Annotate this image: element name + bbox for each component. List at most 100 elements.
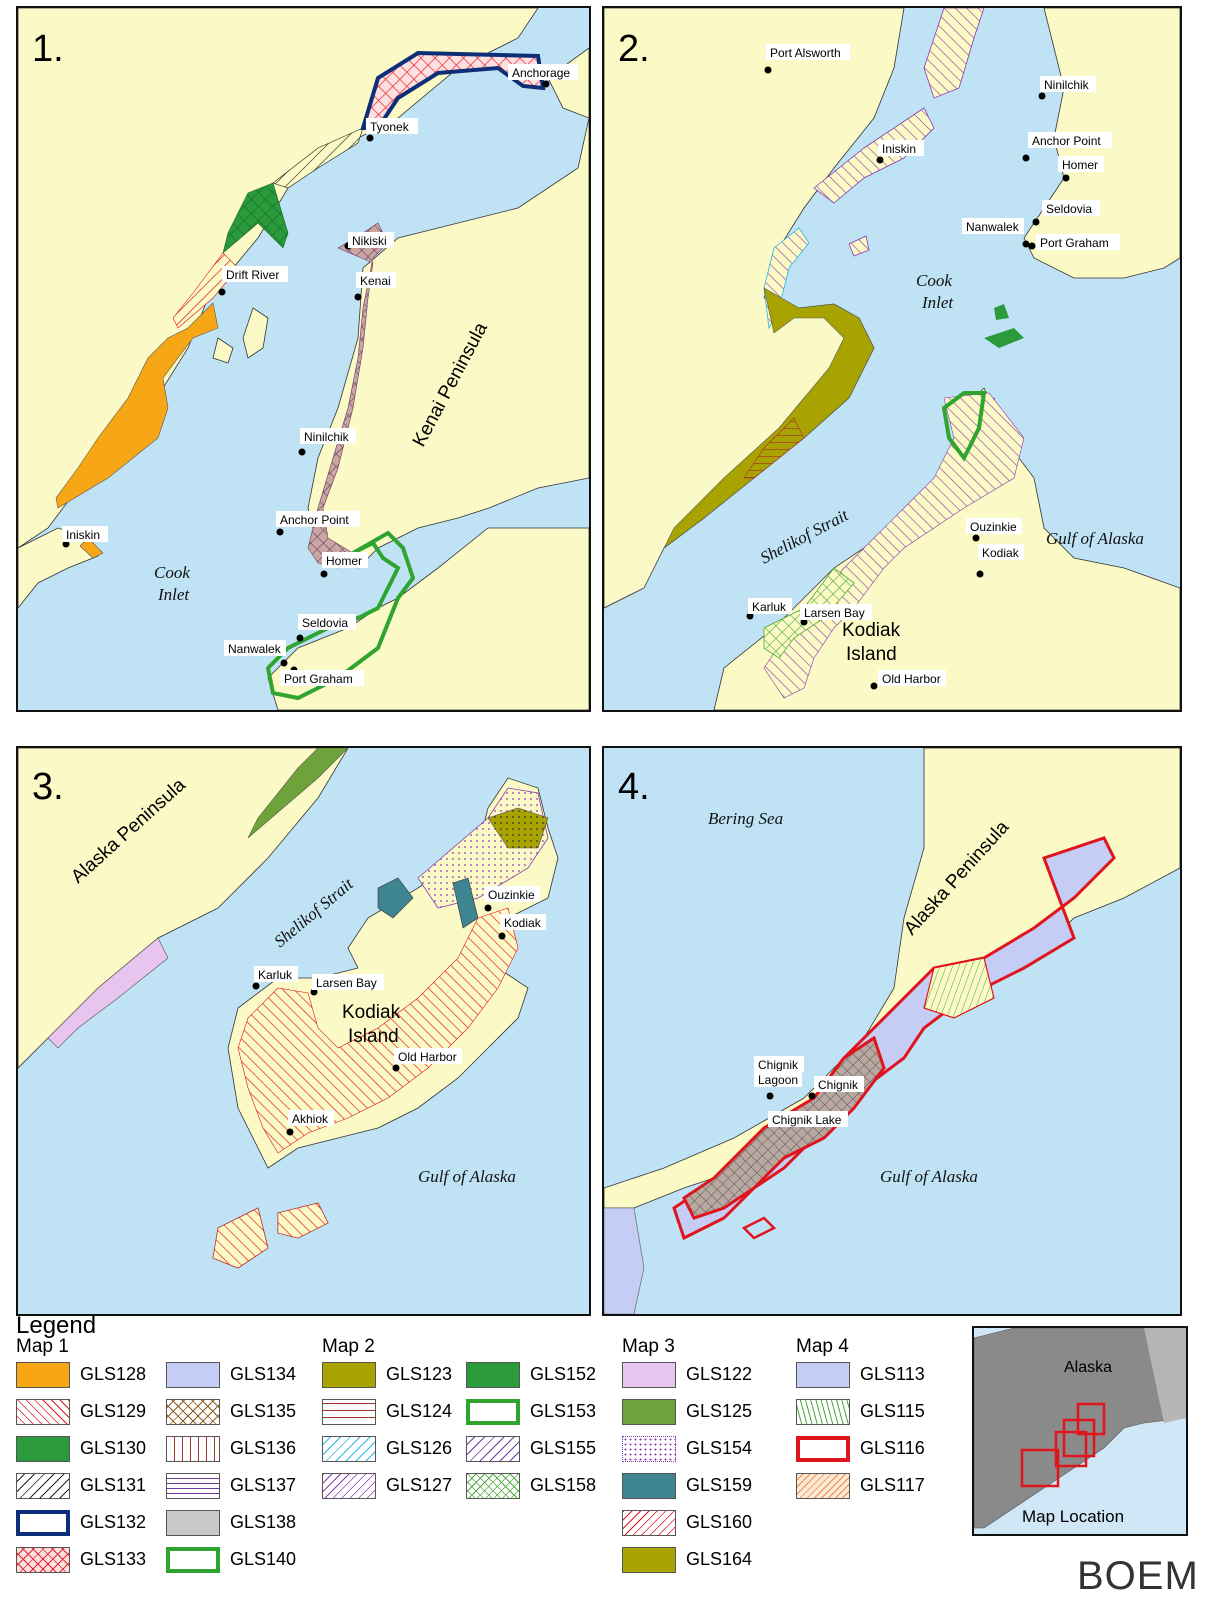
- legend-swatch-gls117: [796, 1473, 850, 1499]
- place-chignik-lake: Chignik Lake: [768, 1111, 848, 1127]
- gls132-gls133-area: [360, 50, 546, 130]
- gls127-area-north: [923, 8, 985, 99]
- svg-text:Nanwalek: Nanwalek: [966, 220, 1020, 234]
- legend-label-gls125: GLS125: [686, 1401, 753, 1421]
- svg-text:Port Graham: Port Graham: [284, 672, 353, 686]
- svg-text:Old Harbor: Old Harbor: [398, 1050, 457, 1064]
- legend-label-gls159: GLS159: [686, 1475, 753, 1495]
- gls155-area: [763, 392, 1025, 699]
- place-ouzinkie: Ouzinkie: [484, 886, 540, 912]
- svg-text:Homer: Homer: [326, 554, 362, 568]
- legend-label-gls153: GLS153: [530, 1401, 597, 1421]
- place-ouzinkie: Ouzinkie: [966, 518, 1022, 542]
- water-label-gulf-of-alaska: Gulf of Alaska: [418, 1167, 516, 1186]
- legend-swatch-gls122: [622, 1362, 676, 1388]
- legend-swatch-gls130: [16, 1436, 70, 1462]
- legend-label-gls135: GLS135: [230, 1401, 297, 1421]
- map-number: 3.: [32, 766, 64, 808]
- water-label-inlet: Inlet: [157, 585, 190, 604]
- legend-label-gls122: GLS122: [686, 1364, 753, 1384]
- legend-label-gls133: GLS133: [80, 1549, 147, 1569]
- svg-text:Kodiak: Kodiak: [982, 546, 1020, 560]
- legend-swatch-gls128: [16, 1362, 70, 1388]
- map-1-svg: Anchorage Tyonek Nikiski Kenai Drift Riv…: [18, 8, 589, 710]
- map-panel-2: Port Alsworth Ninilchik Iniskin Anchor P…: [602, 6, 1182, 712]
- place-karluk: Karluk: [746, 598, 792, 620]
- gls125-area: [247, 748, 349, 839]
- legend-column-title: Map 4: [796, 1336, 849, 1357]
- gls131-area: [272, 127, 364, 189]
- legend-label-gls116: GLS116: [860, 1438, 925, 1458]
- legend-label-gls155: GLS155: [530, 1438, 597, 1458]
- legend-label-gls129: GLS129: [80, 1401, 147, 1421]
- place-seldovia: Seldovia: [1032, 200, 1100, 226]
- place-kodiak: Kodiak: [976, 544, 1024, 578]
- map-number: 4.: [618, 766, 650, 808]
- svg-text:Karluk: Karluk: [258, 968, 293, 982]
- svg-text:Old Harbor: Old Harbor: [882, 672, 941, 686]
- legend-title: Legend: [16, 1312, 97, 1339]
- legend-swatch-gls158: [466, 1473, 520, 1499]
- place-anchorage: Anchorage: [508, 64, 578, 88]
- place-ninilchik: Ninilchik: [298, 428, 356, 456]
- place-ninilchik: Ninilchik: [1038, 76, 1096, 100]
- place-nanwalek: Nanwalek: [962, 218, 1030, 248]
- place-anchor-point: Anchor Point: [276, 511, 360, 536]
- svg-text:Anchor Point: Anchor Point: [1032, 134, 1101, 148]
- legend-swatch-gls132: [16, 1510, 70, 1536]
- legend-label-gls113: GLS113: [860, 1364, 925, 1384]
- place-kodiak: Kodiak: [498, 914, 546, 940]
- inset-map-svg: Alaska Map Location: [974, 1328, 1186, 1534]
- legend-swatch-gls137: [166, 1473, 220, 1499]
- place-port-alsworth: Port Alsworth: [764, 44, 850, 74]
- place-nikiski: Nikiski: [344, 232, 394, 250]
- svg-text:Karluk: Karluk: [752, 600, 787, 614]
- legend-swatch-gls116: [796, 1436, 850, 1462]
- map-number: 1.: [32, 28, 64, 70]
- legend-swatch-gls159: [622, 1473, 676, 1499]
- map-panel-1: Anchorage Tyonek Nikiski Kenai Drift Riv…: [16, 6, 591, 712]
- gls153-boundary: [941, 391, 987, 462]
- water-label-inlet: Inlet: [921, 293, 954, 312]
- place-nanwalek: Nanwalek: [224, 640, 288, 667]
- legend-label-gls164: GLS164: [686, 1549, 753, 1569]
- svg-text:Chignik: Chignik: [758, 1058, 799, 1072]
- svg-text:Chignik: Chignik: [818, 1078, 859, 1092]
- svg-text:Nikiski: Nikiski: [352, 234, 387, 248]
- legend-label-gls152: GLS152: [530, 1364, 597, 1384]
- gls159-area: [377, 877, 414, 919]
- boem-logo: BOEM: [1077, 1554, 1199, 1598]
- legend-swatch-gls140: [166, 1547, 220, 1573]
- svg-text:Port Graham: Port Graham: [1040, 236, 1109, 250]
- water-label-gulf-of-alaska: Gulf of Alaska: [880, 1167, 978, 1186]
- gls124-area: [743, 417, 805, 479]
- inset-locator-map: Alaska Map Location: [972, 1326, 1188, 1536]
- inset-caption: Map Location: [1022, 1507, 1124, 1526]
- svg-text:Ouzinkie: Ouzinkie: [970, 520, 1017, 534]
- gls123-area: [663, 287, 875, 549]
- place-homer: Homer: [320, 552, 368, 578]
- svg-text:Lagoon: Lagoon: [758, 1073, 798, 1087]
- legend-swatch-gls134: [166, 1362, 220, 1388]
- map-panel-3: Ouzinkie Kodiak Karluk Larsen Bay Old Ha…: [16, 746, 591, 1316]
- place-drift-river: Drift River: [218, 266, 288, 296]
- svg-text:Ouzinkie: Ouzinkie: [488, 888, 535, 902]
- gls160-area: [237, 907, 519, 1154]
- svg-text:Ninilchik: Ninilchik: [1044, 78, 1090, 92]
- gls128-area: [55, 302, 219, 509]
- place-iniskin: Iniskin: [62, 526, 108, 548]
- place-kenai: Kenai: [354, 272, 396, 301]
- svg-text:Akhiok: Akhiok: [292, 1112, 329, 1126]
- legend-swatch-gls155: [466, 1436, 520, 1462]
- gls122-area: [47, 937, 169, 1049]
- svg-text:Anchorage: Anchorage: [512, 66, 570, 80]
- legend-swatch-gls154: [622, 1436, 676, 1462]
- place-seldovia: Seldovia: [296, 614, 356, 642]
- place-tyonek: Tyonek: [366, 118, 418, 142]
- island-label-island: Island: [348, 1026, 399, 1047]
- island-label-island: Island: [846, 644, 897, 665]
- svg-text:Iniskin: Iniskin: [66, 528, 100, 542]
- gls113-area: [604, 1207, 645, 1314]
